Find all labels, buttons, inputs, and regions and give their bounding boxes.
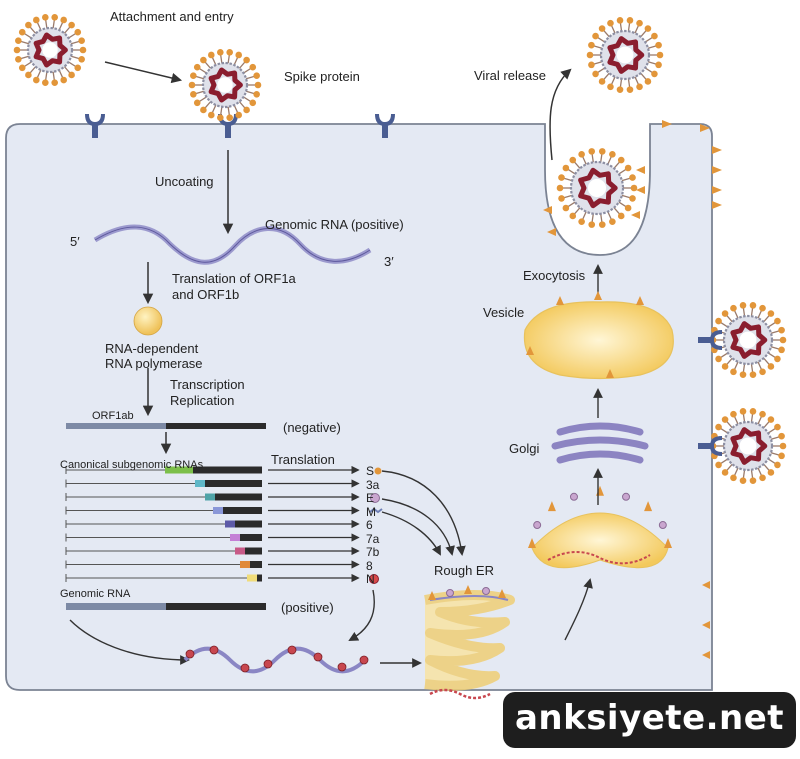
attachment-label: Attachment and entry xyxy=(110,9,234,24)
subgenomic-rna-label: 8 xyxy=(366,558,373,573)
golgi-stack xyxy=(551,422,649,464)
subgenomic-rna-bar xyxy=(65,479,360,488)
transcription-label: Transcription xyxy=(170,377,245,392)
virion-icon xyxy=(556,148,638,228)
vesicle-shape xyxy=(523,301,674,380)
rough-er-label: Rough ER xyxy=(434,563,494,578)
n-protein-icon xyxy=(369,574,379,584)
virion-icon xyxy=(188,49,262,121)
negative-strand-bar xyxy=(66,423,166,429)
subgenomic-rna-bar xyxy=(65,519,360,529)
spike-protein-label: Spike protein xyxy=(284,69,360,84)
subgenomic-rna-bar xyxy=(65,492,360,502)
rough-er-shape xyxy=(424,590,515,691)
spike-protein-icon xyxy=(374,467,382,475)
subgenomic-rna-label: S xyxy=(366,464,375,478)
translation-orf-label-1: Translation of ORF1a xyxy=(172,271,296,286)
vesicle-label: Vesicle xyxy=(483,305,525,320)
e-protein-icon xyxy=(370,493,380,503)
subgenomic-rna-label: N xyxy=(366,572,375,586)
subgenomic-rna-label: E xyxy=(366,491,375,505)
subgenomic-rna-label: M xyxy=(366,504,376,519)
positive-strand-bar xyxy=(66,603,166,610)
subgenomic-rna-bar xyxy=(65,533,360,542)
subgenomic-rna-bar xyxy=(65,546,360,556)
virion-icon xyxy=(709,302,787,378)
rna-polymerase-sphere xyxy=(133,306,163,336)
genomic-rna-positive-label: Genomic RNA (positive) xyxy=(265,217,404,232)
translation-orf-label-2: and ORF1b xyxy=(172,287,240,302)
subgenomic-rna-bar xyxy=(65,560,360,569)
three-prime-label: 3′ xyxy=(384,254,394,269)
subgenomic-rna-label: 7a xyxy=(366,531,380,546)
genomic-rna-label: Genomic RNA xyxy=(60,588,131,600)
m-protein-icon xyxy=(369,507,383,514)
rdrp-label-1: RNA-dependent xyxy=(105,341,199,356)
subgenomic-rna-bar xyxy=(65,465,360,475)
subgenomic-rna-bar xyxy=(65,573,360,583)
subgenomic-rna-bar xyxy=(65,506,360,515)
canonical-subgenomic-label: Canonical subgenomic RNAs xyxy=(60,459,204,471)
positive-label: (positive) xyxy=(281,600,334,615)
virion-icon xyxy=(709,408,787,484)
virion-icon xyxy=(13,14,87,86)
virion-icon xyxy=(586,17,664,93)
watermark-badge: anksiyete.net xyxy=(503,692,796,748)
orf1ab-label: ORF1ab xyxy=(92,410,134,422)
exocytosis-label: Exocytosis xyxy=(523,268,586,283)
uncoating-label: Uncoating xyxy=(155,174,214,189)
replication-label: Replication xyxy=(170,393,235,408)
watermark-text: anksiyete.net xyxy=(514,698,785,738)
five-prime-label: 5′ xyxy=(70,234,80,249)
negative-label: (negative) xyxy=(283,420,341,435)
subgenomic-rna-label: 3a xyxy=(366,477,380,492)
rdrp-label-2: RNA polymerase xyxy=(105,356,203,371)
translation-label: Translation xyxy=(271,452,335,467)
subgenomic-rna-label: 7b xyxy=(366,545,380,559)
golgi-label: Golgi xyxy=(509,441,540,456)
viral-release-label: Viral release xyxy=(474,68,547,83)
budding-compartment xyxy=(531,512,669,569)
subgenomic-rna-label: 6 xyxy=(366,518,373,532)
